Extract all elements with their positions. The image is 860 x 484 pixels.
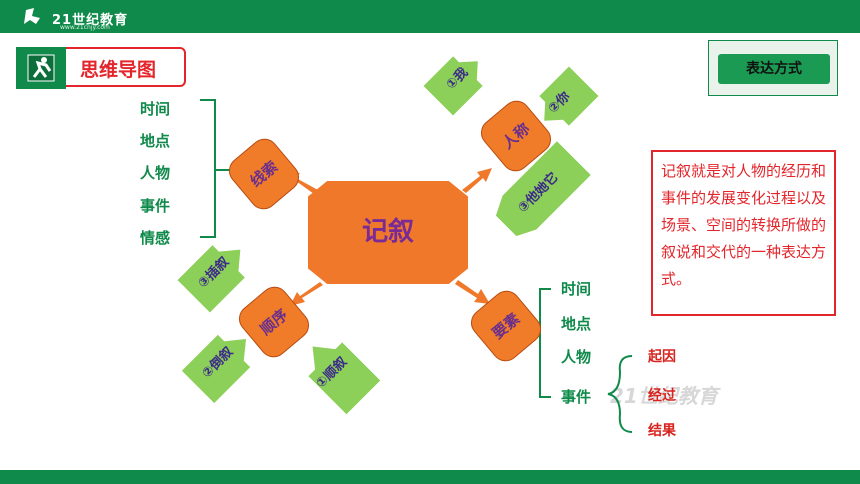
- element-item: 事件: [561, 388, 592, 406]
- element-item: 时间: [561, 280, 592, 298]
- logo-url: www.21cnjy.com: [60, 24, 110, 31]
- top-bar: [0, 0, 860, 33]
- clue-item: 人物: [140, 164, 171, 182]
- clue-item: 时间: [140, 100, 171, 118]
- section-title: 思维导图: [16, 47, 194, 89]
- event-part: 经过: [648, 388, 676, 404]
- logo-text: 21世纪教育: [52, 13, 129, 28]
- page-title: 思维导图: [80, 59, 157, 81]
- watermark: 21世纪教育: [610, 384, 718, 408]
- clue-item: 地点: [140, 132, 171, 150]
- center-node: 记叙: [308, 181, 468, 284]
- mode-tab[interactable]: 表达方式: [708, 40, 838, 96]
- clue-item: 情感: [140, 229, 171, 247]
- definition-box: 记叙就是对人物的经历和事件的发展变化过程以及场景、空间的转换所做的叙说和交代的一…: [651, 150, 836, 316]
- tab-label: 表达方式: [718, 54, 830, 84]
- logo-icon: [22, 6, 46, 26]
- event-part: 结果: [648, 423, 676, 439]
- clue-item: 事件: [140, 197, 171, 215]
- element-item: 人物: [561, 348, 592, 366]
- event-part: 起因: [648, 349, 676, 365]
- bottom-bar: [0, 470, 860, 484]
- event-brace: [607, 355, 633, 433]
- runner-icon: [16, 47, 66, 89]
- element-item: 地点: [561, 315, 592, 333]
